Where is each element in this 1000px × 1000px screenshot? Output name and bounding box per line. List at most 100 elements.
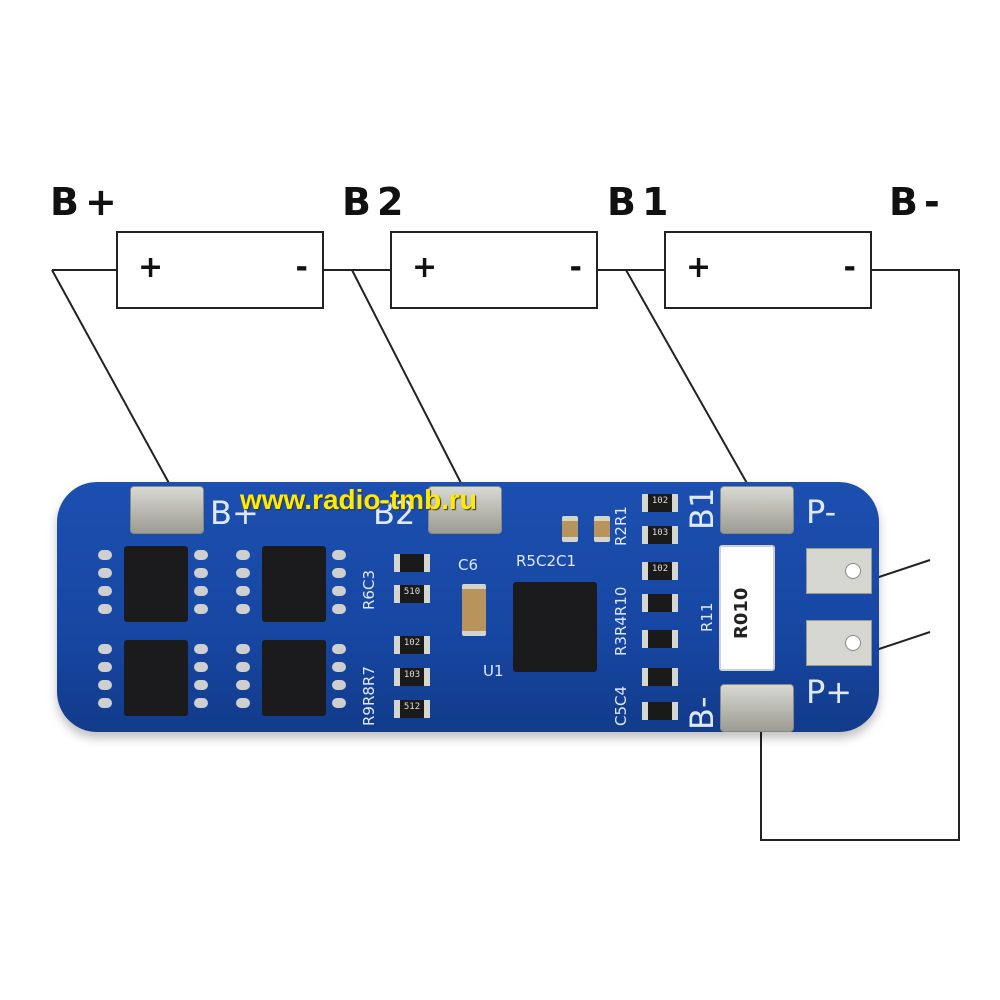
- shunt-resistor: R010: [719, 545, 775, 671]
- silk-b2: B2: [373, 494, 416, 532]
- mosfet-3: [124, 640, 188, 716]
- battery-cell-2: + -: [390, 231, 598, 309]
- output-tab-p-minus: [806, 548, 872, 594]
- chip-pin: [236, 586, 250, 596]
- resistor: 103: [394, 668, 430, 686]
- controller-ic-u1: [513, 582, 597, 672]
- resistor: [642, 702, 678, 720]
- chip-pin: [98, 698, 112, 708]
- silk-b1: B1: [683, 487, 721, 530]
- chip-pin: [194, 698, 208, 708]
- silk-r6c3: R6C3: [360, 570, 378, 610]
- resistor: [642, 630, 678, 648]
- chip-pin: [332, 680, 346, 690]
- wire-b1-to-pad: [625, 269, 749, 486]
- label-b1: B1: [607, 180, 675, 224]
- resistor-value: 510: [403, 587, 421, 597]
- silk-r5c2c1: R5C2C1: [516, 552, 576, 570]
- silk-r2r1: R2R1: [612, 506, 630, 546]
- chip-pin: [236, 698, 250, 708]
- chip-pin: [194, 644, 208, 654]
- chip-pin: [332, 550, 346, 560]
- shunt-value: R010: [731, 587, 752, 639]
- chip-pin: [332, 698, 346, 708]
- silk-u1: U1: [483, 662, 504, 680]
- label-b-plus: B+: [50, 180, 123, 224]
- pad-b-minus: [720, 684, 794, 732]
- chip-pin: [194, 680, 208, 690]
- silk-b-plus: B+: [210, 494, 259, 532]
- chip-pin: [236, 644, 250, 654]
- chip-pin: [236, 662, 250, 672]
- chip-pin: [98, 550, 112, 560]
- pad-b1: [720, 486, 794, 534]
- silk-c5c4: C5C4: [612, 685, 630, 726]
- wire-p-plus: [875, 631, 931, 651]
- resistor: 512: [394, 700, 430, 718]
- chip-pin: [236, 568, 250, 578]
- tab-hole: [845, 635, 861, 651]
- resistor-value: 102: [403, 638, 421, 648]
- chip-pin: [98, 604, 112, 614]
- label-b-minus: B-: [889, 180, 946, 224]
- wire-b-minus: [760, 269, 960, 841]
- watermark-url: www.radio-tmb.ru: [240, 484, 477, 515]
- silk-p-plus: P+: [806, 673, 853, 711]
- tab-hole: [845, 563, 861, 579]
- silk-r9r8r7: R9R8R7: [360, 666, 378, 726]
- chip-pin: [332, 604, 346, 614]
- resistor: [394, 554, 430, 572]
- capacitor-c1: [594, 516, 610, 542]
- resistor: 103: [642, 526, 678, 544]
- resistor: 102: [642, 494, 678, 512]
- pad-b-plus: [130, 486, 204, 534]
- cell-minus-terminal: -: [569, 250, 582, 285]
- resistor: 102: [394, 636, 430, 654]
- chip-pin: [332, 586, 346, 596]
- mosfet-1: [124, 546, 188, 622]
- chip-pin: [332, 568, 346, 578]
- chip-pin: [98, 680, 112, 690]
- cell-minus-terminal: -: [843, 250, 856, 285]
- chip-pin: [194, 586, 208, 596]
- chip-pin: [194, 550, 208, 560]
- resistor-value: 102: [651, 496, 669, 506]
- chip-pin: [194, 568, 208, 578]
- resistor: [642, 668, 678, 686]
- wire-b-plus-to-pad: [51, 269, 171, 486]
- chip-pin: [98, 568, 112, 578]
- silk-p-minus: P-: [806, 493, 837, 531]
- resistor: 510: [394, 585, 430, 603]
- output-tab-p-plus: [806, 620, 872, 666]
- cell-plus-terminal: +: [138, 250, 164, 285]
- pad-b2: [428, 486, 502, 534]
- chip-pin: [98, 586, 112, 596]
- wire-b2-to-pad: [351, 269, 463, 486]
- resistor: 102: [642, 562, 678, 580]
- cell-plus-terminal: +: [412, 250, 438, 285]
- chip-pin: [236, 604, 250, 614]
- chip-pin: [98, 662, 112, 672]
- silk-c6: C6: [458, 556, 479, 574]
- silk-b-minus: B-: [683, 696, 721, 731]
- mosfet-2: [262, 546, 326, 622]
- wire-p-minus: [875, 559, 931, 579]
- resistor-value: 103: [651, 528, 669, 538]
- cell-plus-terminal: +: [686, 250, 712, 285]
- battery-cell-1: + -: [116, 231, 324, 309]
- resistor-value: 103: [403, 670, 421, 680]
- chip-pin: [332, 662, 346, 672]
- capacitor-c6: [462, 584, 486, 636]
- capacitor-c2: [562, 516, 578, 542]
- chip-pin: [194, 662, 208, 672]
- resistor-value: 512: [403, 702, 421, 712]
- label-b2: B2: [342, 180, 410, 224]
- silk-r11: R11: [698, 602, 716, 632]
- battery-cell-3: + -: [664, 231, 872, 309]
- silk-r3r4r10: R3R4R10: [612, 586, 630, 656]
- cell-minus-terminal: -: [295, 250, 308, 285]
- mosfet-4: [262, 640, 326, 716]
- chip-pin: [194, 604, 208, 614]
- chip-pin: [332, 644, 346, 654]
